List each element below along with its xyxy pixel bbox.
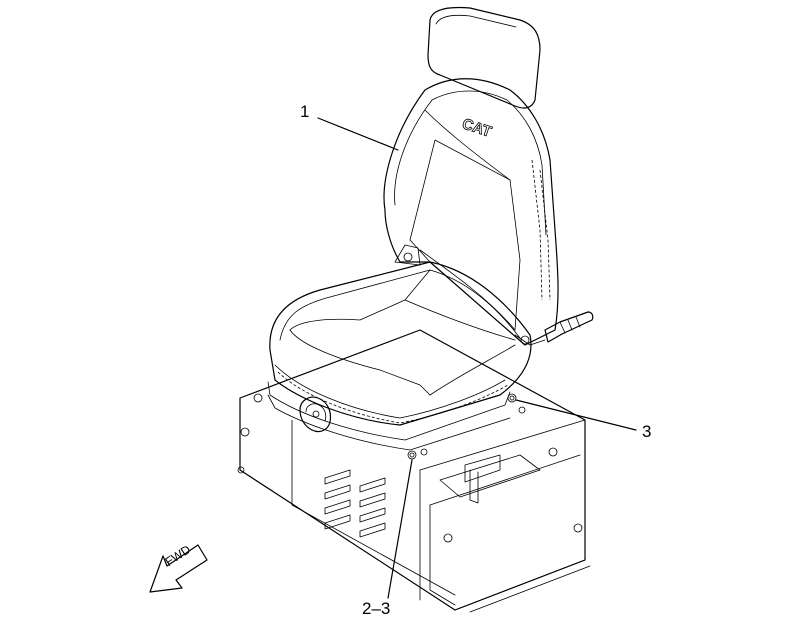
fastener-front xyxy=(407,448,428,460)
seat-back: CAT xyxy=(383,78,559,346)
seat-cushion xyxy=(267,261,532,451)
seat-base xyxy=(237,329,591,613)
adjustment-knob xyxy=(299,396,332,433)
leader-lines xyxy=(317,117,637,599)
callout-1-label: 1 xyxy=(300,102,310,121)
recline-lever xyxy=(514,311,594,346)
base-vents xyxy=(324,469,386,538)
cat-logo: CAT xyxy=(460,115,494,140)
callout-3-label: 3 xyxy=(642,422,652,441)
fwd-arrow xyxy=(149,544,208,593)
callout-2-3-label: 2–3 xyxy=(362,599,391,618)
headrest xyxy=(427,6,541,109)
fastener-right xyxy=(507,393,517,403)
